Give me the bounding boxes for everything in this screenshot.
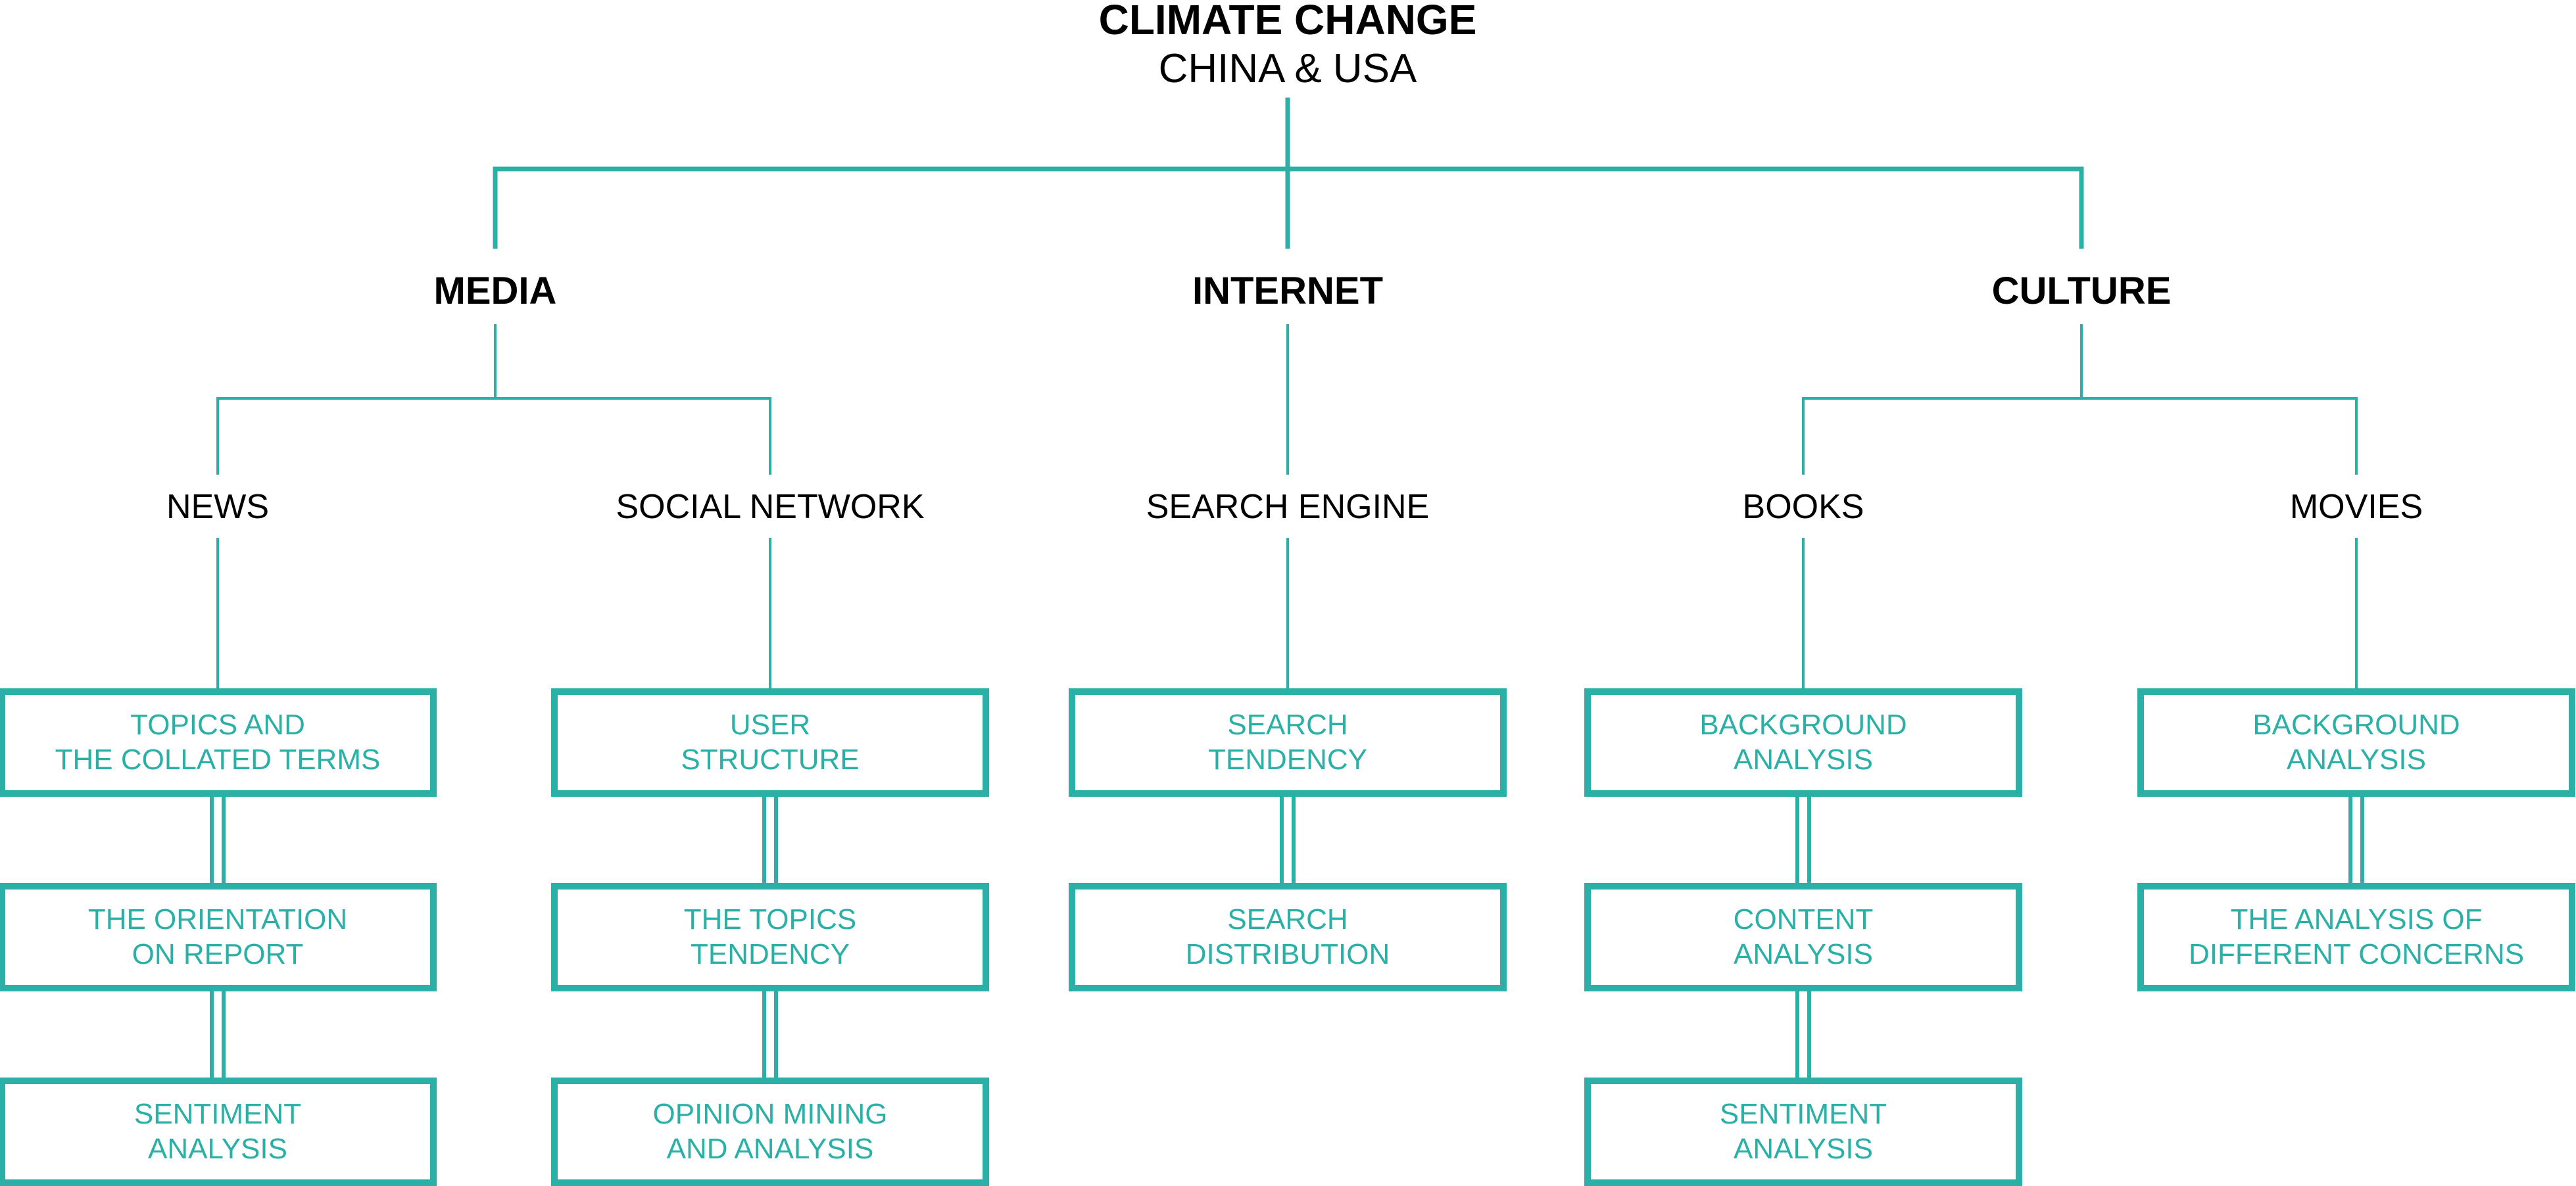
analysis-box-frame [2137, 883, 2575, 991]
analysis-box-line-1: THE ANALYSIS OF [2230, 903, 2482, 936]
analysis-box-line-1: BACKGROUND [2252, 709, 2460, 741]
analysis-box-frame [1069, 883, 1507, 991]
analysis-box-line-1: THE TOPICS [684, 903, 856, 936]
analysis-box-line-2: ON REPORT [132, 938, 304, 970]
connector-lines [210, 97, 2364, 1079]
analysis-box-frame [0, 1078, 437, 1186]
analysis-box-line-2: AND ANALYSIS [667, 1133, 874, 1165]
subcategory-label: NEWS [166, 488, 269, 526]
analysis-box-line-2: THE COLLATED TERMS [55, 744, 381, 776]
analysis-box-frame [1069, 688, 1507, 797]
analysis-box-frame [0, 883, 437, 991]
category-layer: MEDIA INTERNET CULTURE [434, 270, 2172, 312]
root-subtitle: CHINA & USA [1159, 46, 1417, 91]
analysis-box-line-1: OPINION MINING [653, 1098, 888, 1130]
subcategory-label: SEARCH ENGINE [1146, 488, 1430, 526]
analysis-box-frame [0, 688, 437, 797]
analysis-box-line-1: SEARCH [1227, 903, 1348, 936]
analysis-box-line-1: SENTIMENT [134, 1098, 301, 1130]
analysis-box-line-1: BACKGROUND [1699, 709, 1907, 741]
root-title: CLIMATE CHANGE [1099, 0, 1477, 43]
analysis-box-frame [551, 883, 989, 991]
analysis-box-line-1: TOPICS AND [130, 709, 305, 741]
analysis-box-line-2: ANALYSIS [148, 1133, 287, 1165]
analysis-box-frame [1584, 1078, 2022, 1186]
analysis-box-line-2: DIFFERENT CONCERNS [2189, 938, 2524, 970]
analysis-box-line-2: TENDENCY [691, 938, 850, 970]
analysis-box-line-1: CONTENT [1734, 903, 1874, 936]
analysis-box-frame [1584, 883, 2022, 991]
analysis-box-line-2: TENDENCY [1208, 744, 1367, 776]
analysis-box-line-2: ANALYSIS [1734, 744, 1873, 776]
analysis-box-line-1: SENTIMENT [1720, 1098, 1887, 1130]
analysis-box-frame [1584, 688, 2022, 797]
subcategory-label: BOOKS [1743, 488, 1864, 526]
analysis-box-line-2: ANALYSIS [2287, 744, 2426, 776]
category-label: MEDIA [434, 270, 557, 312]
category-label: INTERNET [1192, 270, 1383, 312]
subcategory-layer: NEWS SOCIAL NETWORK SEARCH ENGINE BOOKS MOVI… [166, 488, 2423, 526]
analysis-box-frame [551, 688, 989, 797]
subcategory-label: MOVIES [2290, 488, 2423, 526]
analysis-box-line-2: STRUCTURE [681, 744, 859, 776]
analysis-box-frame [551, 1078, 989, 1186]
analysis-box-line-1: THE ORIENTATION [88, 903, 347, 936]
analysis-box-line-2: DISTRIBUTION [1186, 938, 1390, 970]
subcategory-label: SOCIAL NETWORK [616, 488, 924, 526]
category-label: CULTURE [1992, 270, 2172, 312]
analysis-box-line-2: ANALYSIS [1734, 938, 1873, 970]
analysis-box-line-1: SEARCH [1227, 709, 1348, 741]
analysis-box-line-1: USER [730, 709, 810, 741]
analysis-box-frame [2137, 688, 2575, 797]
analysis-box-line-2: ANALYSIS [1734, 1133, 1873, 1165]
